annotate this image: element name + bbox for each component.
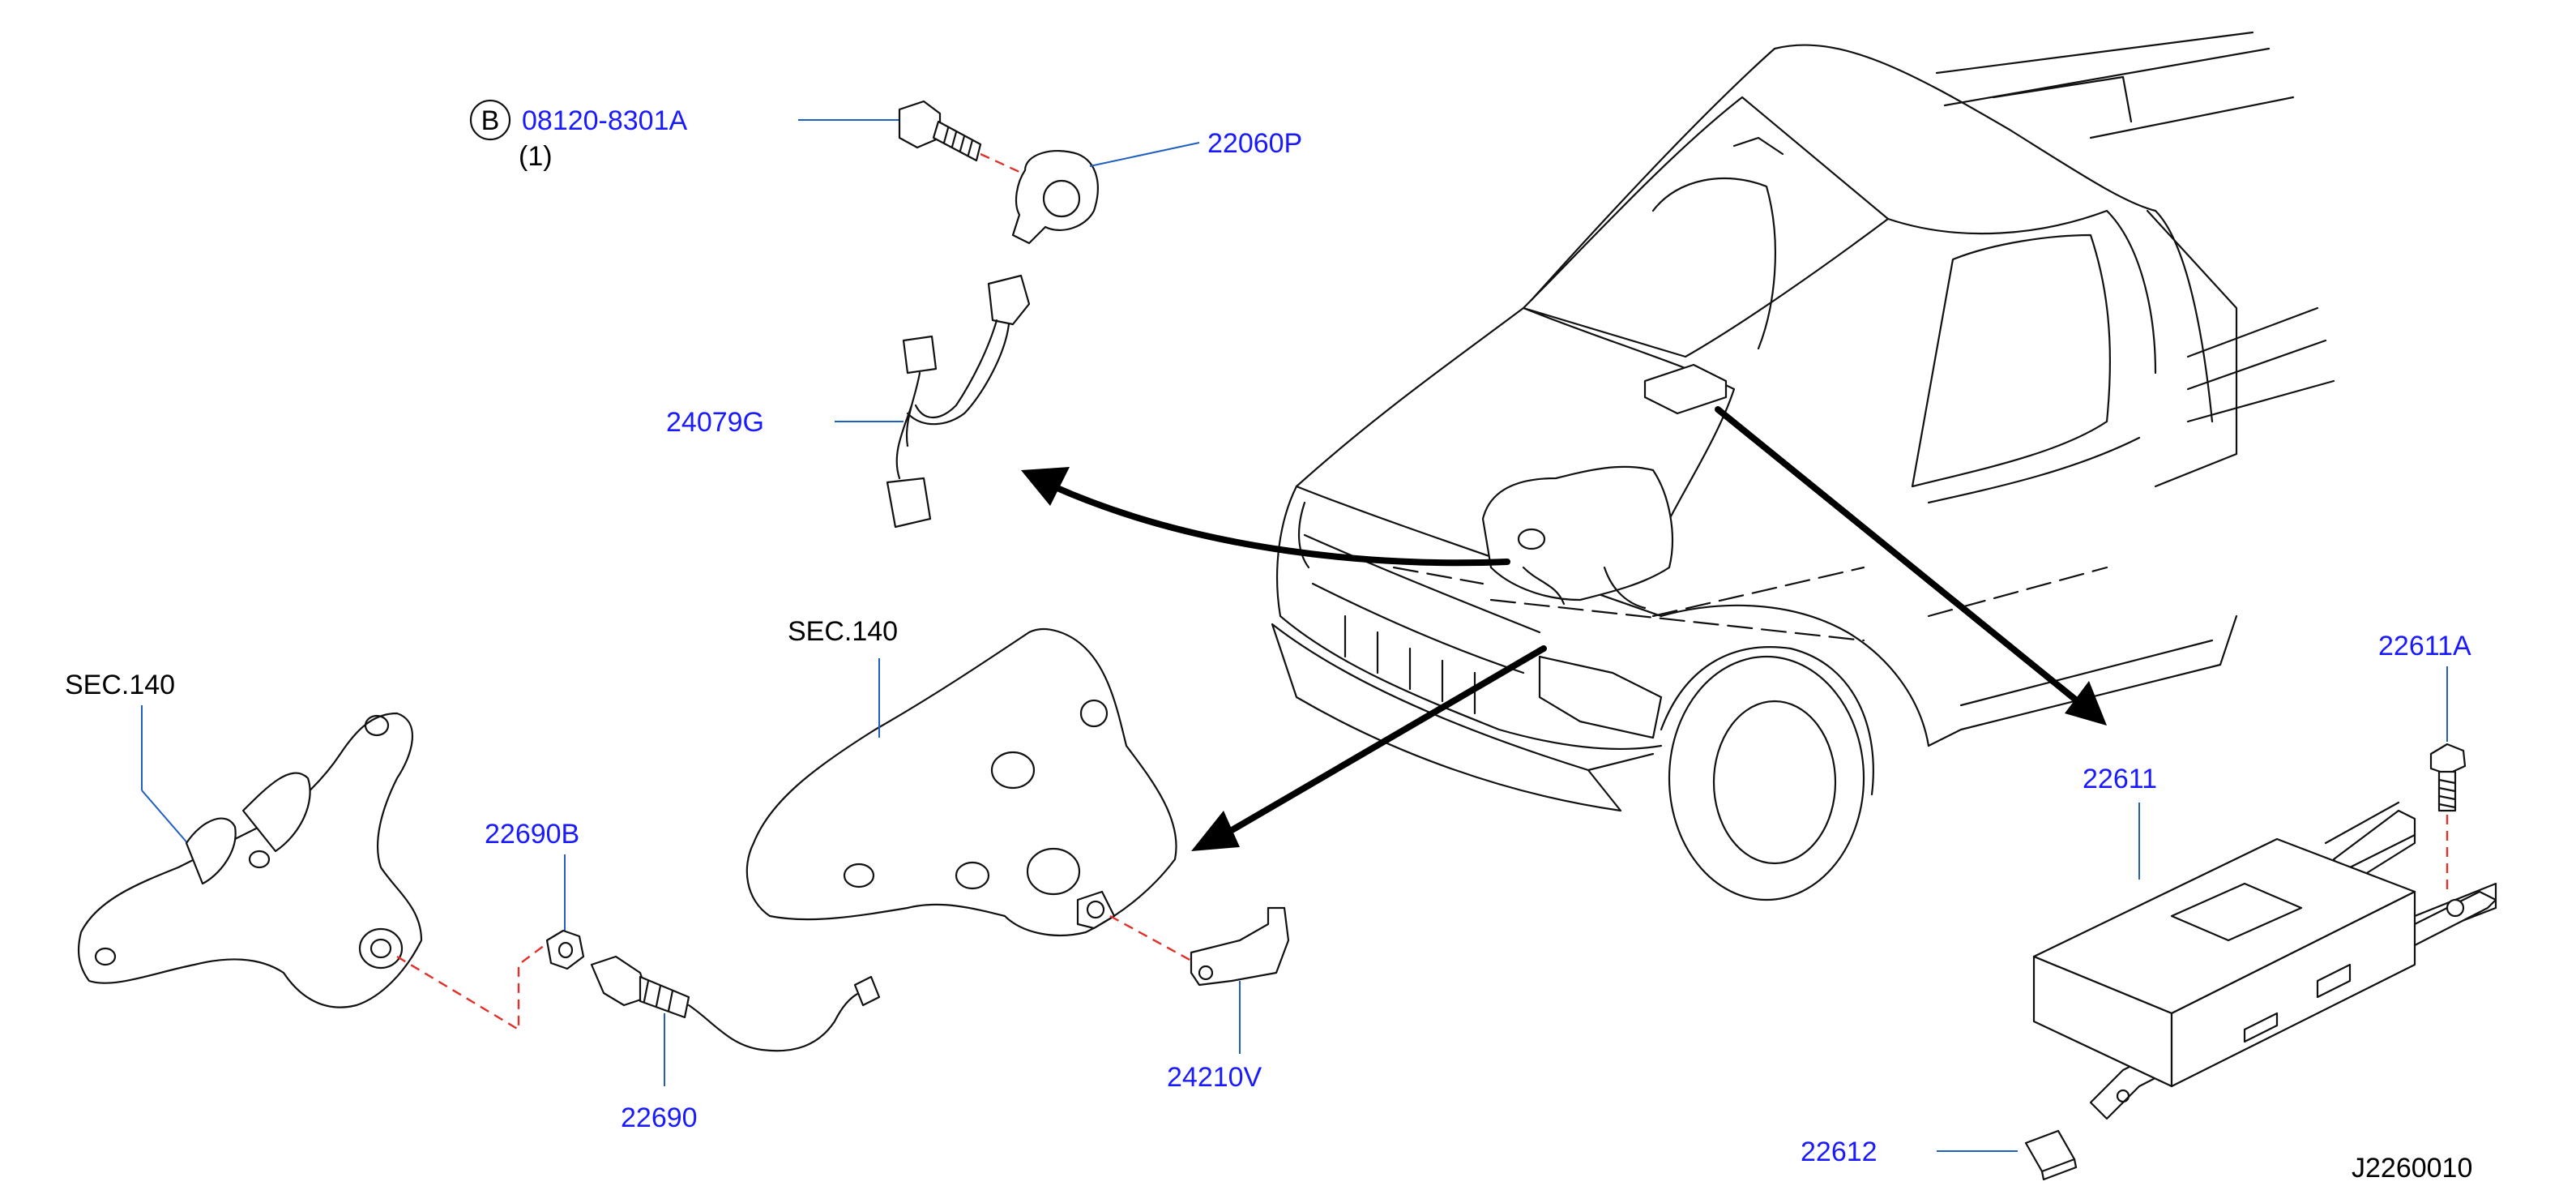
control-unit-22611[interactable]: 22611: [2032, 764, 2497, 1120]
oxygen-sensor-22690[interactable]: 22690: [590, 955, 881, 1133]
exhaust-manifold-center: SEC.140: [745, 616, 1192, 962]
knock-sensor-22060p[interactable]: 22060P: [1011, 128, 1302, 245]
bolt-marker: B: [481, 105, 500, 136]
part-number-22690[interactable]: 22690: [621, 1102, 698, 1133]
nut-22690b[interactable]: 22690B: [485, 819, 585, 970]
part-number-24079g[interactable]: 24079G: [666, 407, 764, 438]
part-number-22612[interactable]: 22612: [1801, 1137, 1878, 1167]
callout-arrows: [1021, 406, 2107, 851]
section-ref-left[interactable]: SEC.140: [65, 670, 175, 700]
bolt-08120-8301a[interactable]: B 08120-8301A (1): [469, 99, 1020, 173]
part-number-22611[interactable]: 22611: [2083, 764, 2157, 794]
part-number-22060p[interactable]: 22060P: [1207, 128, 1302, 159]
exhaust-manifold-left: SEC.140: [65, 670, 552, 1032]
part-number-24210v[interactable]: 24210V: [1167, 1062, 1262, 1093]
figure-code: J2260010: [2352, 1153, 2472, 1184]
part-number-08120-8301a[interactable]: 08120-8301A: [522, 105, 688, 136]
part-quantity: (1): [519, 141, 553, 172]
part-number-22690b[interactable]: 22690B: [485, 819, 579, 850]
clip-22612[interactable]: 22612: [1801, 1129, 2078, 1181]
part-number-22611a[interactable]: 22611A: [2378, 631, 2471, 661]
vehicle-illustration: [1271, 31, 2335, 901]
section-ref-center[interactable]: SEC.140: [788, 616, 898, 647]
bracket-24210v[interactable]: 24210V: [1167, 906, 1290, 1093]
unit-bolt-22611a[interactable]: 22611A: [2378, 631, 2471, 892]
harness-24079g[interactable]: 24079G: [666, 274, 1031, 529]
